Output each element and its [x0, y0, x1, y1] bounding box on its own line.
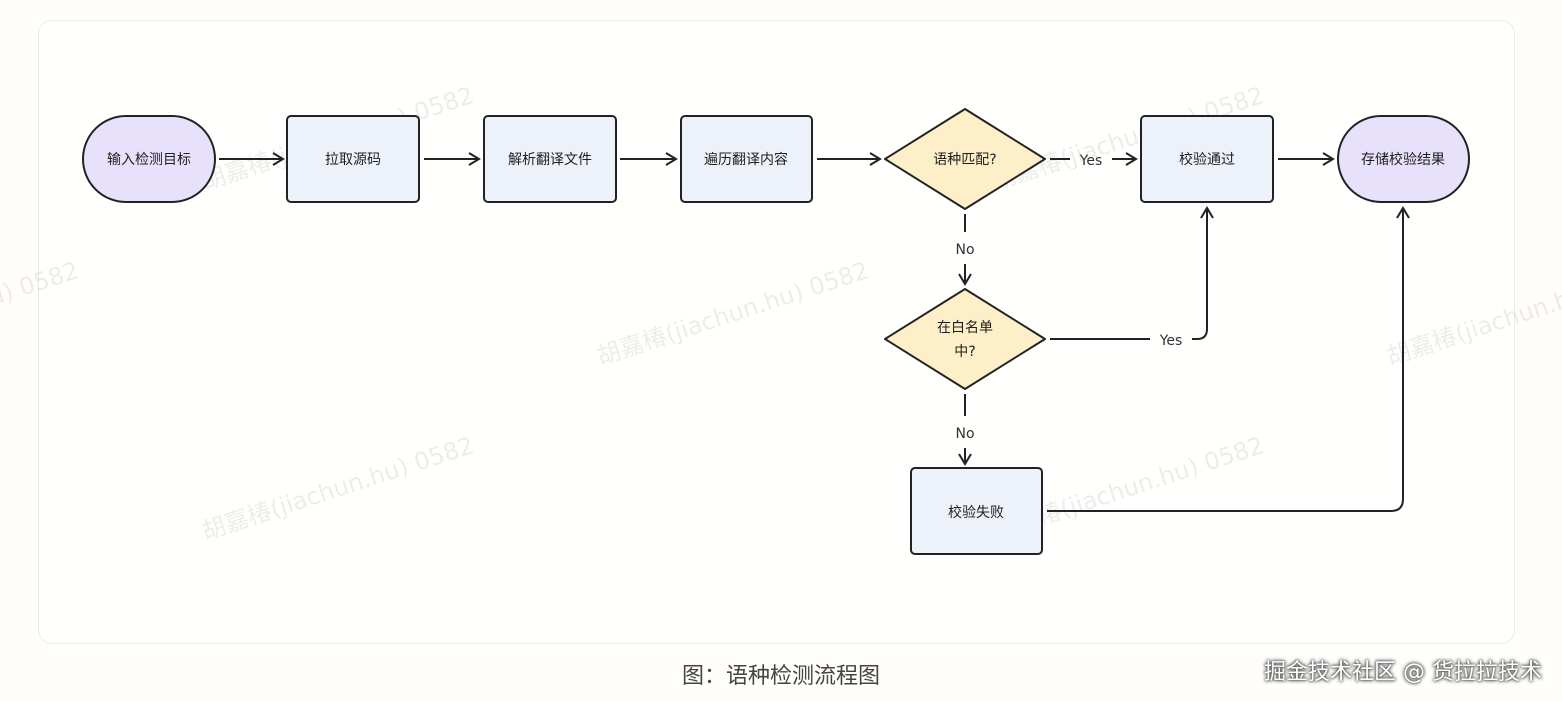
- node-label-parse: 解析翻译文件: [508, 152, 592, 168]
- node-label-traverse: 遍历翻译内容: [704, 151, 788, 168]
- node-label-input: 输入检测目标: [107, 152, 191, 168]
- watermark: 胡嘉椿(jiachun.hu) 0582: [0, 256, 82, 371]
- nodes: [82, 108, 1470, 555]
- node-label-store: 存储校验结果: [1361, 151, 1445, 168]
- node-label-whitelist: 在白名单: [937, 320, 993, 336]
- edge-fail-to-store: [1047, 206, 1410, 512]
- edge-label-no: No: [955, 426, 974, 442]
- process-parse-node: [483, 115, 617, 203]
- watermark: 胡嘉椿(jiachun.hu) 0582: [593, 256, 872, 371]
- process-pull-node: [286, 115, 420, 203]
- decision-lang-match-node: [884, 108, 1046, 210]
- watermark: 胡嘉椿(jiachun.hu) 0582: [1383, 256, 1562, 371]
- node-label-fail: 校验失败: [948, 504, 1004, 521]
- process-traverse-node: [680, 115, 813, 203]
- node-label-pass: 校验通过: [1179, 151, 1235, 168]
- terminal-store-node: [1337, 115, 1470, 203]
- decision-whitelist-node: [884, 288, 1046, 390]
- process-fail-node: [910, 467, 1043, 555]
- edges: [219, 152, 1410, 512]
- edge-whitelist-yes-to-pass: [1192, 206, 1214, 340]
- node-label-whitelist: 中?: [954, 344, 975, 360]
- figure-caption: 图：语种检测流程图: [681, 664, 880, 689]
- node-label-pull: 拉取源码: [325, 152, 381, 168]
- edge-label-no: No: [955, 242, 974, 258]
- process-pass-node: [1140, 115, 1274, 203]
- watermark: 胡嘉椿(jiachun.hu) 0582: [198, 431, 477, 546]
- edge-label-yes: Yes: [1079, 153, 1103, 169]
- terminal-input-node: [82, 115, 216, 203]
- edge-label-yes: Yes: [1159, 333, 1183, 349]
- source-credit: 掘金技术社区 @ 货拉拉技术: [1264, 660, 1542, 685]
- node-label-lang-match: 语种匹配?: [933, 152, 996, 168]
